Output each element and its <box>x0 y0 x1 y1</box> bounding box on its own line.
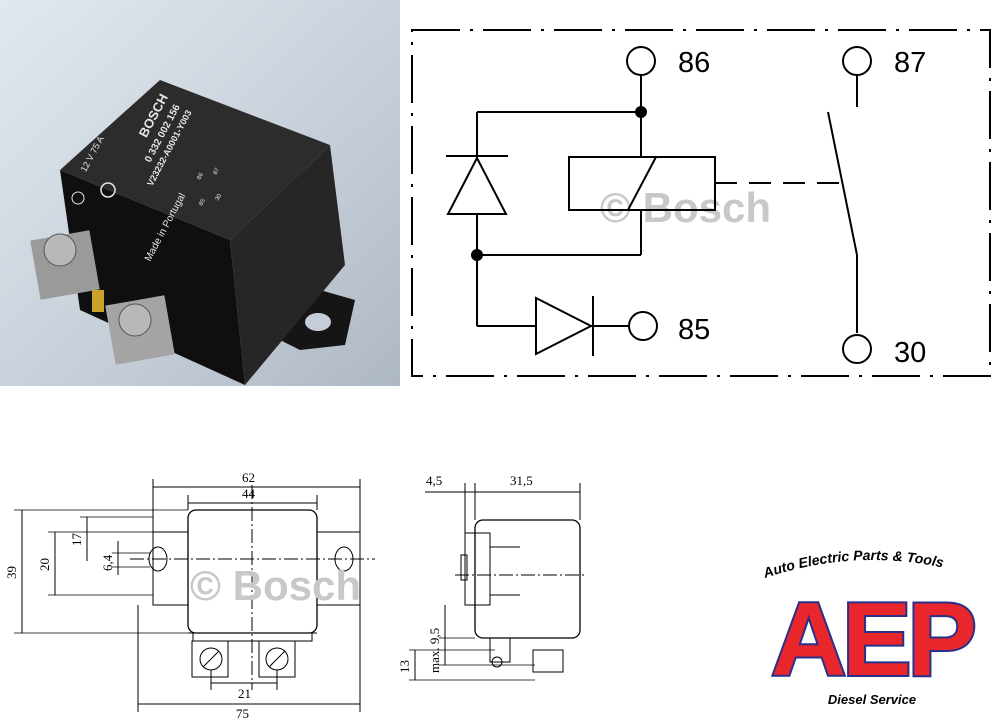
photo-pin-30: 30 <box>215 193 224 202</box>
coil-slash <box>627 156 657 211</box>
side-flange <box>464 532 491 606</box>
mounting-hole <box>305 313 331 331</box>
logo-top-text-wrap: Auto Electric Parts & Tools <box>760 550 945 581</box>
terminal-86-label: 86 <box>678 47 710 79</box>
screw-slot-right <box>268 650 286 668</box>
terminal-87-icon <box>842 46 872 76</box>
dim-17: 17 <box>69 533 84 547</box>
logo-top-text: Auto Electric Parts & Tools <box>760 550 945 581</box>
dim-4-5: 4,5 <box>426 473 442 488</box>
blade-terminal <box>92 290 104 312</box>
side-flange-tab <box>460 554 468 581</box>
dim-21: 21 <box>238 686 251 701</box>
side-screw <box>532 649 564 673</box>
dim-62: 62 <box>242 470 255 485</box>
certification-mark-icon <box>71 191 85 205</box>
side-view-drawing: 4,5 31,5 max. 9,5 13 <box>395 455 590 720</box>
approval-mark-icon <box>100 182 116 198</box>
relay-side-face <box>60 170 245 385</box>
switch-blade <box>827 111 858 256</box>
junction-top <box>635 106 647 118</box>
screw-slot-left <box>202 650 220 668</box>
logo-bottom-text: Diesel Service <box>828 692 916 707</box>
dim-44: 44 <box>242 486 256 501</box>
photo-pin-87: 87 <box>213 167 222 176</box>
screw-head-right <box>118 303 152 337</box>
schematic-watermark: © Bosch <box>600 184 771 231</box>
photo-pin-86: 86 <box>196 172 205 181</box>
terminal-85-icon <box>628 311 658 341</box>
front-view-drawing: © Bosch 62 44 39 20 17 6,4 21 75 <box>0 455 400 720</box>
schematic-border <box>411 29 991 377</box>
terminal-85-label: 85 <box>678 314 710 346</box>
terminal-86-icon <box>626 46 656 76</box>
dim-max-9-5: max. 9,5 <box>427 628 442 673</box>
photo-pin-85: 85 <box>199 198 208 207</box>
terminal-30-label: 30 <box>894 337 926 369</box>
terminal-30-icon <box>842 334 872 364</box>
dim-39: 39 <box>4 566 19 579</box>
terminal-87-label: 87 <box>894 47 926 79</box>
series-diode-icon <box>535 296 594 356</box>
relay-top-face <box>60 80 330 240</box>
dim-6-4: 6,4 <box>100 554 115 571</box>
logo-letters: AEP <box>771 582 973 698</box>
flyback-diode-icon <box>446 155 508 215</box>
dim-13: 13 <box>397 660 412 673</box>
dim-75: 75 <box>236 706 249 720</box>
dim-20: 20 <box>37 558 52 571</box>
side-terminal-nut <box>491 656 503 668</box>
relay-photo: BOSCH 0 332 002 156 V23232-A0001-Y003 12… <box>0 0 400 386</box>
aep-logo: Auto Electric Parts & Tools AEP Diesel S… <box>755 550 990 715</box>
flange-left <box>152 531 189 606</box>
relay-right-face <box>230 145 345 385</box>
screw-head-left <box>43 233 77 267</box>
junction-bottom <box>471 249 483 261</box>
drawing-watermark: © Bosch <box>190 562 361 609</box>
side-body-outline <box>474 519 581 639</box>
relay-schematic: © Bosch <box>400 0 1000 400</box>
screw-terminal-front-left <box>191 640 229 678</box>
dim-31-5: 31,5 <box>510 473 533 488</box>
